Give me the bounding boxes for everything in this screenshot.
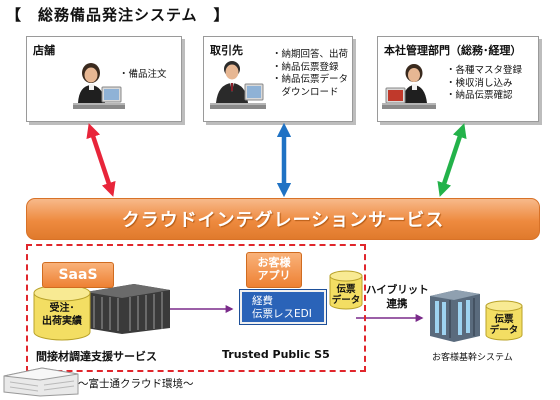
customer-app-label: お客様 アプリ: [246, 252, 302, 288]
edi-box: 経費 伝票レスEDI: [240, 290, 326, 324]
hybrid-label-line1: ハイブリット: [366, 284, 429, 296]
supplier-task-download: ダウンロード: [272, 86, 339, 98]
saas-drum-label-line1: 受注･: [49, 303, 75, 314]
saas-database-icon: [33, 284, 91, 341]
store-task-order: ・備品注文: [119, 69, 167, 80]
saas-label: SaaS: [42, 262, 114, 288]
customer-app-label-line1: お客様: [257, 256, 291, 269]
customer-system-caption: お客様基幹システム: [432, 353, 513, 363]
edi-box-line2: 伝票レスEDI: [252, 308, 312, 320]
hybrid-label-line2: 連携: [386, 298, 408, 310]
environment-caption: ～富士通クラウド環境～: [78, 378, 194, 390]
page-title: 【 総務備品発注システム 】: [6, 6, 230, 24]
saas-server-rack-icon: [86, 284, 170, 334]
headquarters-task-inspection: ・検収消し込み: [446, 77, 513, 89]
headquarters-box: 本社管理部門（総務･経理） ・各種マスタ登録 ・検収消し込み ・納品伝票確認: [377, 36, 539, 122]
platform-caption: Trusted Public S5: [222, 348, 330, 361]
supplier-worker-icon: [210, 61, 266, 109]
store-box: 店舗 ・備品注文: [26, 36, 182, 122]
customer-drum-label-line2: データ: [489, 325, 519, 336]
saas-drum-label-line2: 出荷実績: [42, 316, 82, 327]
supplier-name: 取引先: [210, 44, 243, 57]
cloud-frame: [26, 244, 366, 372]
app-database-icon: [329, 270, 363, 310]
headquarters-name: 本社管理部門（総務･経理）: [384, 44, 522, 57]
customer-drum-label: 伝票 データ: [486, 314, 522, 336]
store-name: 店舗: [33, 44, 55, 57]
datacenter-building-icon: [3, 367, 79, 397]
integration-band: クラウドインテグレーションサービス: [26, 198, 540, 240]
headquarters-task-confirm: ・納品伝票確認: [446, 90, 513, 101]
edi-box-line1: 経費: [252, 295, 273, 307]
customer-database-icon: [485, 300, 523, 341]
customer-server-icon: [430, 290, 480, 342]
supplier-task-delivery: ・納期回答、出荷: [272, 49, 349, 60]
hybrid-label: ハイブリット 連携: [366, 283, 429, 311]
store-worker-icon: [73, 63, 125, 109]
app-drum-label-line2: データ: [331, 295, 361, 306]
supplier-task-slip-data: ・納品伝票データ: [272, 74, 349, 85]
saas-drum-label: 受注･ 出荷実績: [38, 302, 86, 328]
app-drum-label-line1: 伝票: [336, 284, 356, 295]
headquarters-worker-icon: [382, 64, 436, 109]
store-arrow: [86, 123, 116, 197]
supplier-box: 取引先 ・納期回答、出荷 ・納品伝票登録 ・納品伝票データ ダウンロード: [203, 36, 353, 122]
app-drum-label: 伝票 データ: [329, 284, 363, 306]
customer-drum-label-line1: 伝票: [494, 314, 514, 325]
headquarters-task-master: ・各種マスタ登録: [446, 65, 523, 76]
customer-app-label-line2: アプリ: [257, 269, 291, 282]
supplier-task-slip-register: ・納品伝票登録: [272, 61, 339, 73]
headquarters-arrow: [437, 123, 467, 197]
saas-caption: 間接材調達支援サービス: [36, 350, 157, 363]
